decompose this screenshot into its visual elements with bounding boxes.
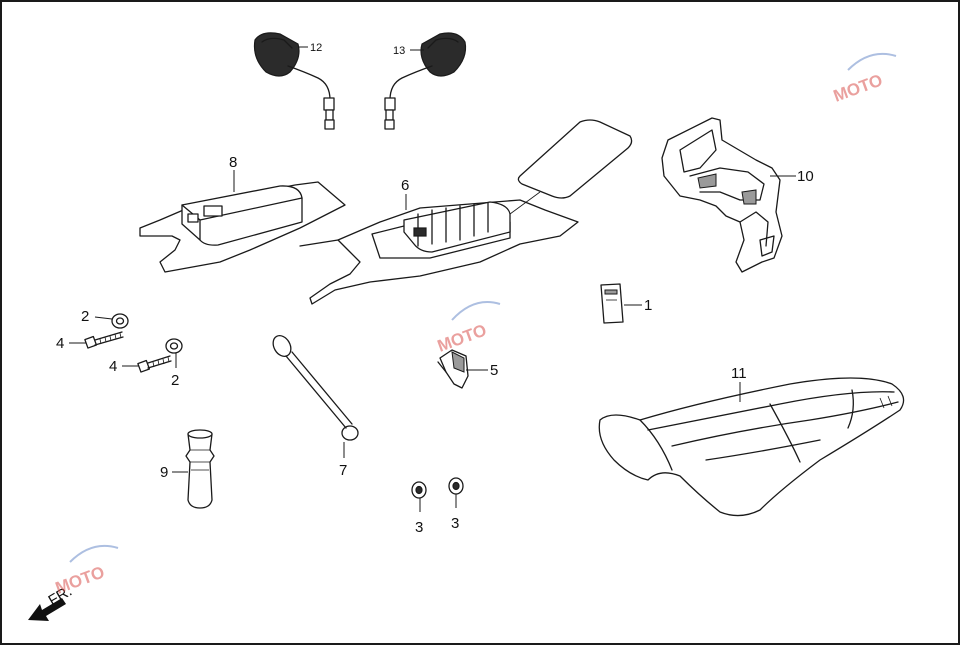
part-4-bolt-upper[interactable] xyxy=(84,331,124,349)
watermark-text-2: MOTO xyxy=(435,321,489,356)
part-12-left-mirror[interactable] xyxy=(253,32,335,130)
part-2-washer-lower[interactable] xyxy=(165,338,183,354)
callout-7: 7 xyxy=(339,462,347,479)
part-7-strap[interactable] xyxy=(270,332,359,441)
callout-2-upper: 2 xyxy=(81,308,89,325)
callout-13: 13 xyxy=(393,45,405,57)
callout-12: 12 xyxy=(310,42,322,54)
watermark-text-1: MOTO xyxy=(831,71,885,106)
callout-4-lower: 4 xyxy=(109,358,117,375)
watermark-text-3: MOTO xyxy=(53,563,107,598)
watermark-logo-bottom-left: MOTO xyxy=(53,544,119,598)
part-13-right-mirror[interactable] xyxy=(384,32,467,130)
callout-2-lower: 2 xyxy=(171,372,179,389)
callout-3-left: 3 xyxy=(415,519,423,536)
callout-6: 6 xyxy=(401,177,409,194)
callout-4-upper: 4 xyxy=(56,335,64,352)
callout-10: 10 xyxy=(797,168,814,185)
watermark-logo-top-right: MOTO xyxy=(831,52,897,106)
callout-8: 8 xyxy=(229,154,237,171)
part-3-grommet-right[interactable] xyxy=(448,477,464,495)
part-6-storage-sheet[interactable] xyxy=(299,119,633,305)
callout-5: 5 xyxy=(490,362,498,379)
front-arrow-icon xyxy=(28,598,66,621)
part-10-rear-fender[interactable] xyxy=(661,117,783,273)
part-1-label[interactable] xyxy=(600,283,624,324)
part-11-seat[interactable] xyxy=(598,377,905,517)
callout-3-right: 3 xyxy=(451,515,459,532)
watermark-logo-center: MOTO xyxy=(435,301,501,356)
part-2-washer-upper[interactable] xyxy=(111,313,129,329)
part-8-tool-bag[interactable] xyxy=(139,181,346,273)
callout-11: 11 xyxy=(731,365,747,382)
callout-1: 1 xyxy=(644,297,652,314)
part-9-bushing[interactable] xyxy=(185,429,215,509)
callout-9: 9 xyxy=(160,464,168,481)
part-4-bolt-lower[interactable] xyxy=(137,355,172,373)
part-5-clip[interactable] xyxy=(437,349,469,389)
part-3-grommet-left[interactable] xyxy=(411,481,427,499)
